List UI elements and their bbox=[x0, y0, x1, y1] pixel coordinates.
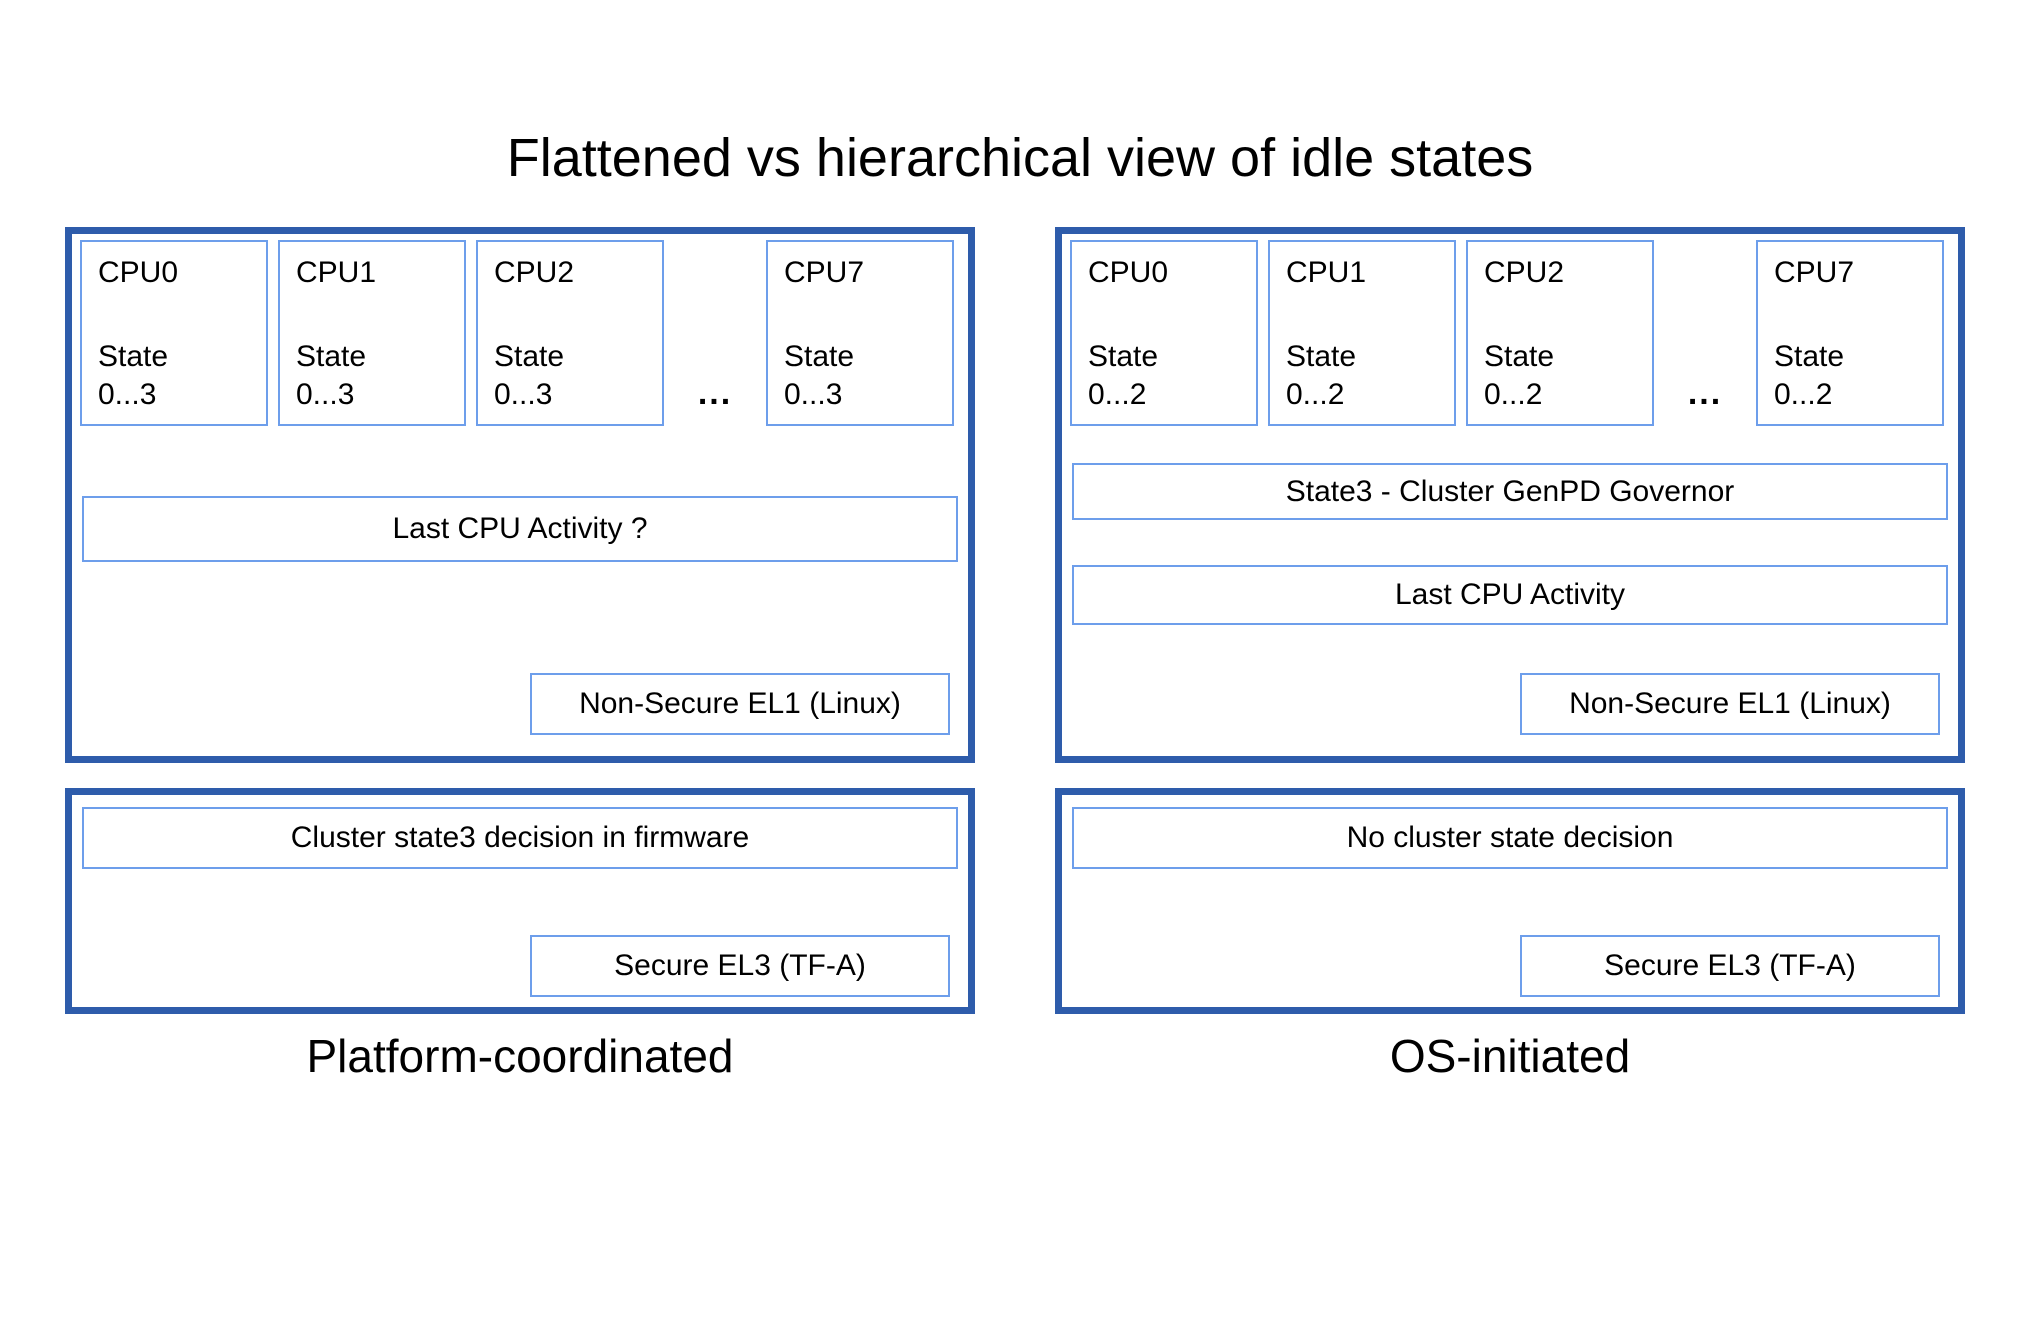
secure-el3-box: Secure EL3 (TF-A) bbox=[530, 935, 950, 997]
cpu-box: CPU0 State 0...2 bbox=[1070, 240, 1258, 426]
secure-el3-box: Secure EL3 (TF-A) bbox=[1520, 935, 1940, 997]
cpu-name: CPU7 bbox=[784, 256, 865, 289]
cpu-box: CPU0 State 0...3 bbox=[80, 240, 268, 426]
platform-coordinated-nonsecure-container: CPU0 State 0...3 CPU1 State 0...3 CPU2 S… bbox=[65, 227, 975, 763]
cpu-box: CPU7 State 0...2 bbox=[1756, 240, 1944, 426]
cluster-decision-box: Cluster state3 decision in firmware bbox=[82, 807, 958, 869]
cpu-box: CPU2 State 0...3 bbox=[476, 240, 664, 426]
cpu-box: CPU2 State 0...2 bbox=[1466, 240, 1654, 426]
panel-label-platform-coordinated: Platform-coordinated bbox=[306, 1030, 734, 1082]
cpu-state-range: State 0...3 bbox=[784, 340, 855, 411]
cluster-genpd-governor-box: State3 - Cluster GenPD Governor bbox=[1072, 463, 1948, 520]
cpu-state-range: State 0...2 bbox=[1286, 340, 1357, 411]
cpu-state-range: State 0...3 bbox=[98, 340, 169, 411]
cpu-name: CPU7 bbox=[1774, 256, 1855, 289]
cluster-decision-box: No cluster state decision bbox=[1072, 807, 1948, 869]
cpu-name: CPU0 bbox=[98, 256, 179, 289]
cpu-ellipsis: ... bbox=[697, 374, 733, 412]
non-secure-el1-box: Non-Secure EL1 (Linux) bbox=[530, 673, 950, 735]
cpu-name: CPU1 bbox=[1286, 256, 1367, 289]
diagram-title: Flattened vs hierarchical view of idle s… bbox=[506, 128, 1534, 188]
cpu-state-range: State 0...2 bbox=[1774, 340, 1845, 411]
cpu-name: CPU2 bbox=[494, 256, 575, 289]
cpu-state-range: State 0...3 bbox=[296, 340, 367, 411]
os-initiated-nonsecure-container: CPU0 State 0...2 CPU1 State 0...2 CPU2 S… bbox=[1055, 227, 1965, 763]
os-initiated-secure-container: No cluster state decision Secure EL3 (TF… bbox=[1055, 788, 1965, 1014]
last-cpu-activity-box: Last CPU Activity bbox=[1072, 565, 1948, 625]
cpu-name: CPU0 bbox=[1088, 256, 1169, 289]
cpu-state-range: State 0...2 bbox=[1484, 340, 1555, 411]
cpu-state-range: State 0...3 bbox=[494, 340, 565, 411]
cpu-box: CPU1 State 0...3 bbox=[278, 240, 466, 426]
cpu-name: CPU2 bbox=[1484, 256, 1565, 289]
cpu-ellipsis: ... bbox=[1687, 374, 1723, 412]
cpu-state-range: State 0...2 bbox=[1088, 340, 1159, 411]
cpu-box: CPU7 State 0...3 bbox=[766, 240, 954, 426]
cpu-box: CPU1 State 0...2 bbox=[1268, 240, 1456, 426]
panel-label-os-initiated: OS-initiated bbox=[1389, 1030, 1631, 1082]
cpu-name: CPU1 bbox=[296, 256, 377, 289]
last-cpu-activity-box: Last CPU Activity ? bbox=[82, 496, 958, 562]
non-secure-el1-box: Non-Secure EL1 (Linux) bbox=[1520, 673, 1940, 735]
platform-coordinated-secure-container: Cluster state3 decision in firmware Secu… bbox=[65, 788, 975, 1014]
